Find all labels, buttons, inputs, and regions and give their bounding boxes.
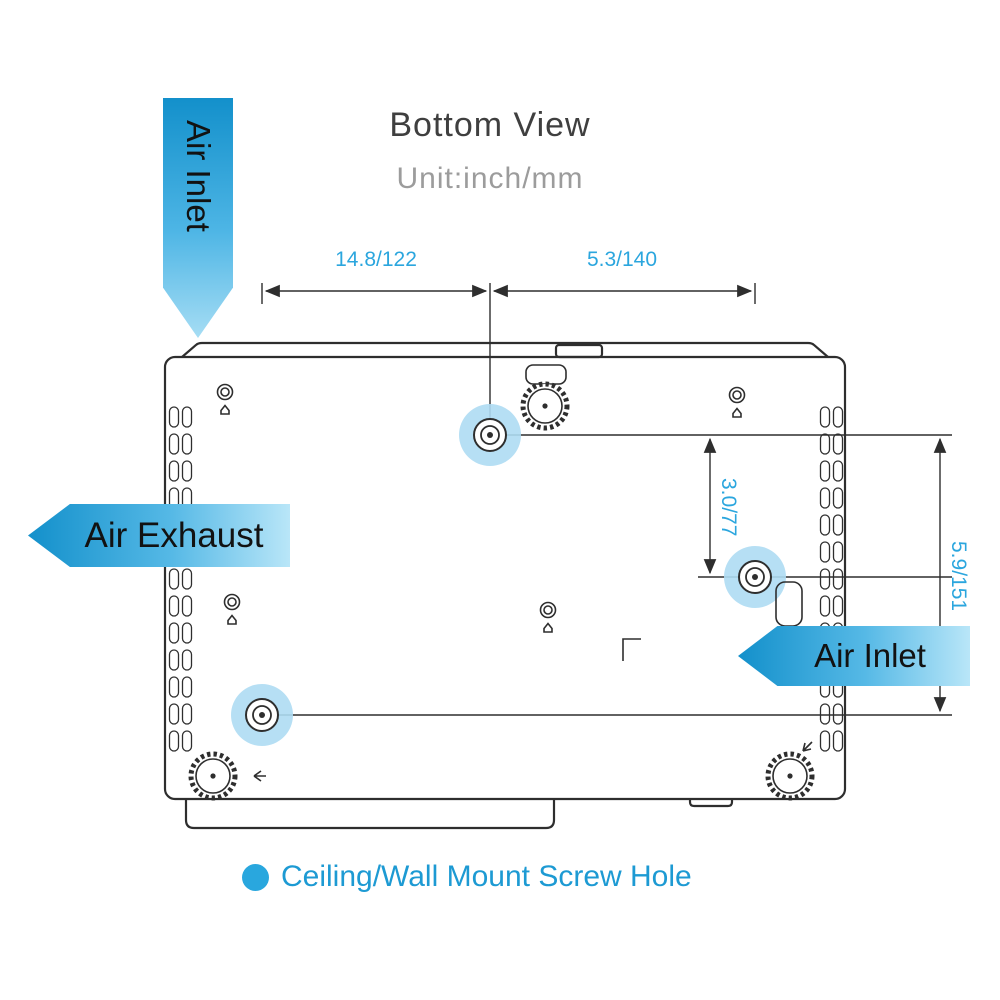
adjustment-foot-gear-bottom-left: [188, 751, 266, 801]
page-title: Bottom View: [389, 106, 591, 144]
housing-screw-icon: [539, 601, 557, 633]
mount-screw-hole-bottom-left: [231, 684, 293, 746]
foot-adjust-arrow-icon: [253, 770, 266, 782]
dimension-label-top-right: 5.3/140: [586, 248, 658, 271]
right-vent-grid: [818, 404, 845, 756]
air-inlet-top-banner: Air Inlet: [163, 98, 233, 338]
legend: Ceiling/Wall Mount Screw Hole: [242, 860, 692, 894]
dimension-label-vertical-inner: 3.0/77: [717, 477, 740, 537]
air-exhaust-label: Air Exhaust: [84, 515, 264, 555]
air-inlet-top-label: Air Inlet: [180, 120, 217, 232]
mount-screw-hole-top: [459, 404, 521, 466]
screw-hole-legend-dot-icon: [242, 863, 269, 891]
air-inlet-right-banner: Air Inlet: [738, 626, 970, 686]
unit-note: Unit:inch/mm: [396, 162, 584, 195]
projector-housing-outline: [163, 341, 847, 830]
housing-screw-icon: [728, 386, 746, 418]
housing-screw-icon: [216, 383, 234, 415]
screw-hole-legend-label: Ceiling/Wall Mount Screw Hole: [281, 860, 692, 893]
dimension-label-top-left: 14.8/122: [335, 248, 417, 271]
air-inlet-right-label: Air Inlet: [814, 637, 926, 674]
dimension-lines: [261, 283, 952, 716]
left-vent-grid: [167, 404, 194, 756]
dimension-label-vertical-outer: 5.9/151: [947, 540, 970, 612]
adjustment-foot-gear-top: [520, 364, 570, 431]
mount-screw-hole-right: [724, 546, 786, 608]
adjustment-foot-gear-bottom-right: [765, 741, 815, 801]
air-exhaust-banner: Air Exhaust: [28, 504, 290, 567]
foot-adjust-arrow-icon: [802, 741, 813, 752]
housing-screw-icon: [223, 593, 241, 625]
